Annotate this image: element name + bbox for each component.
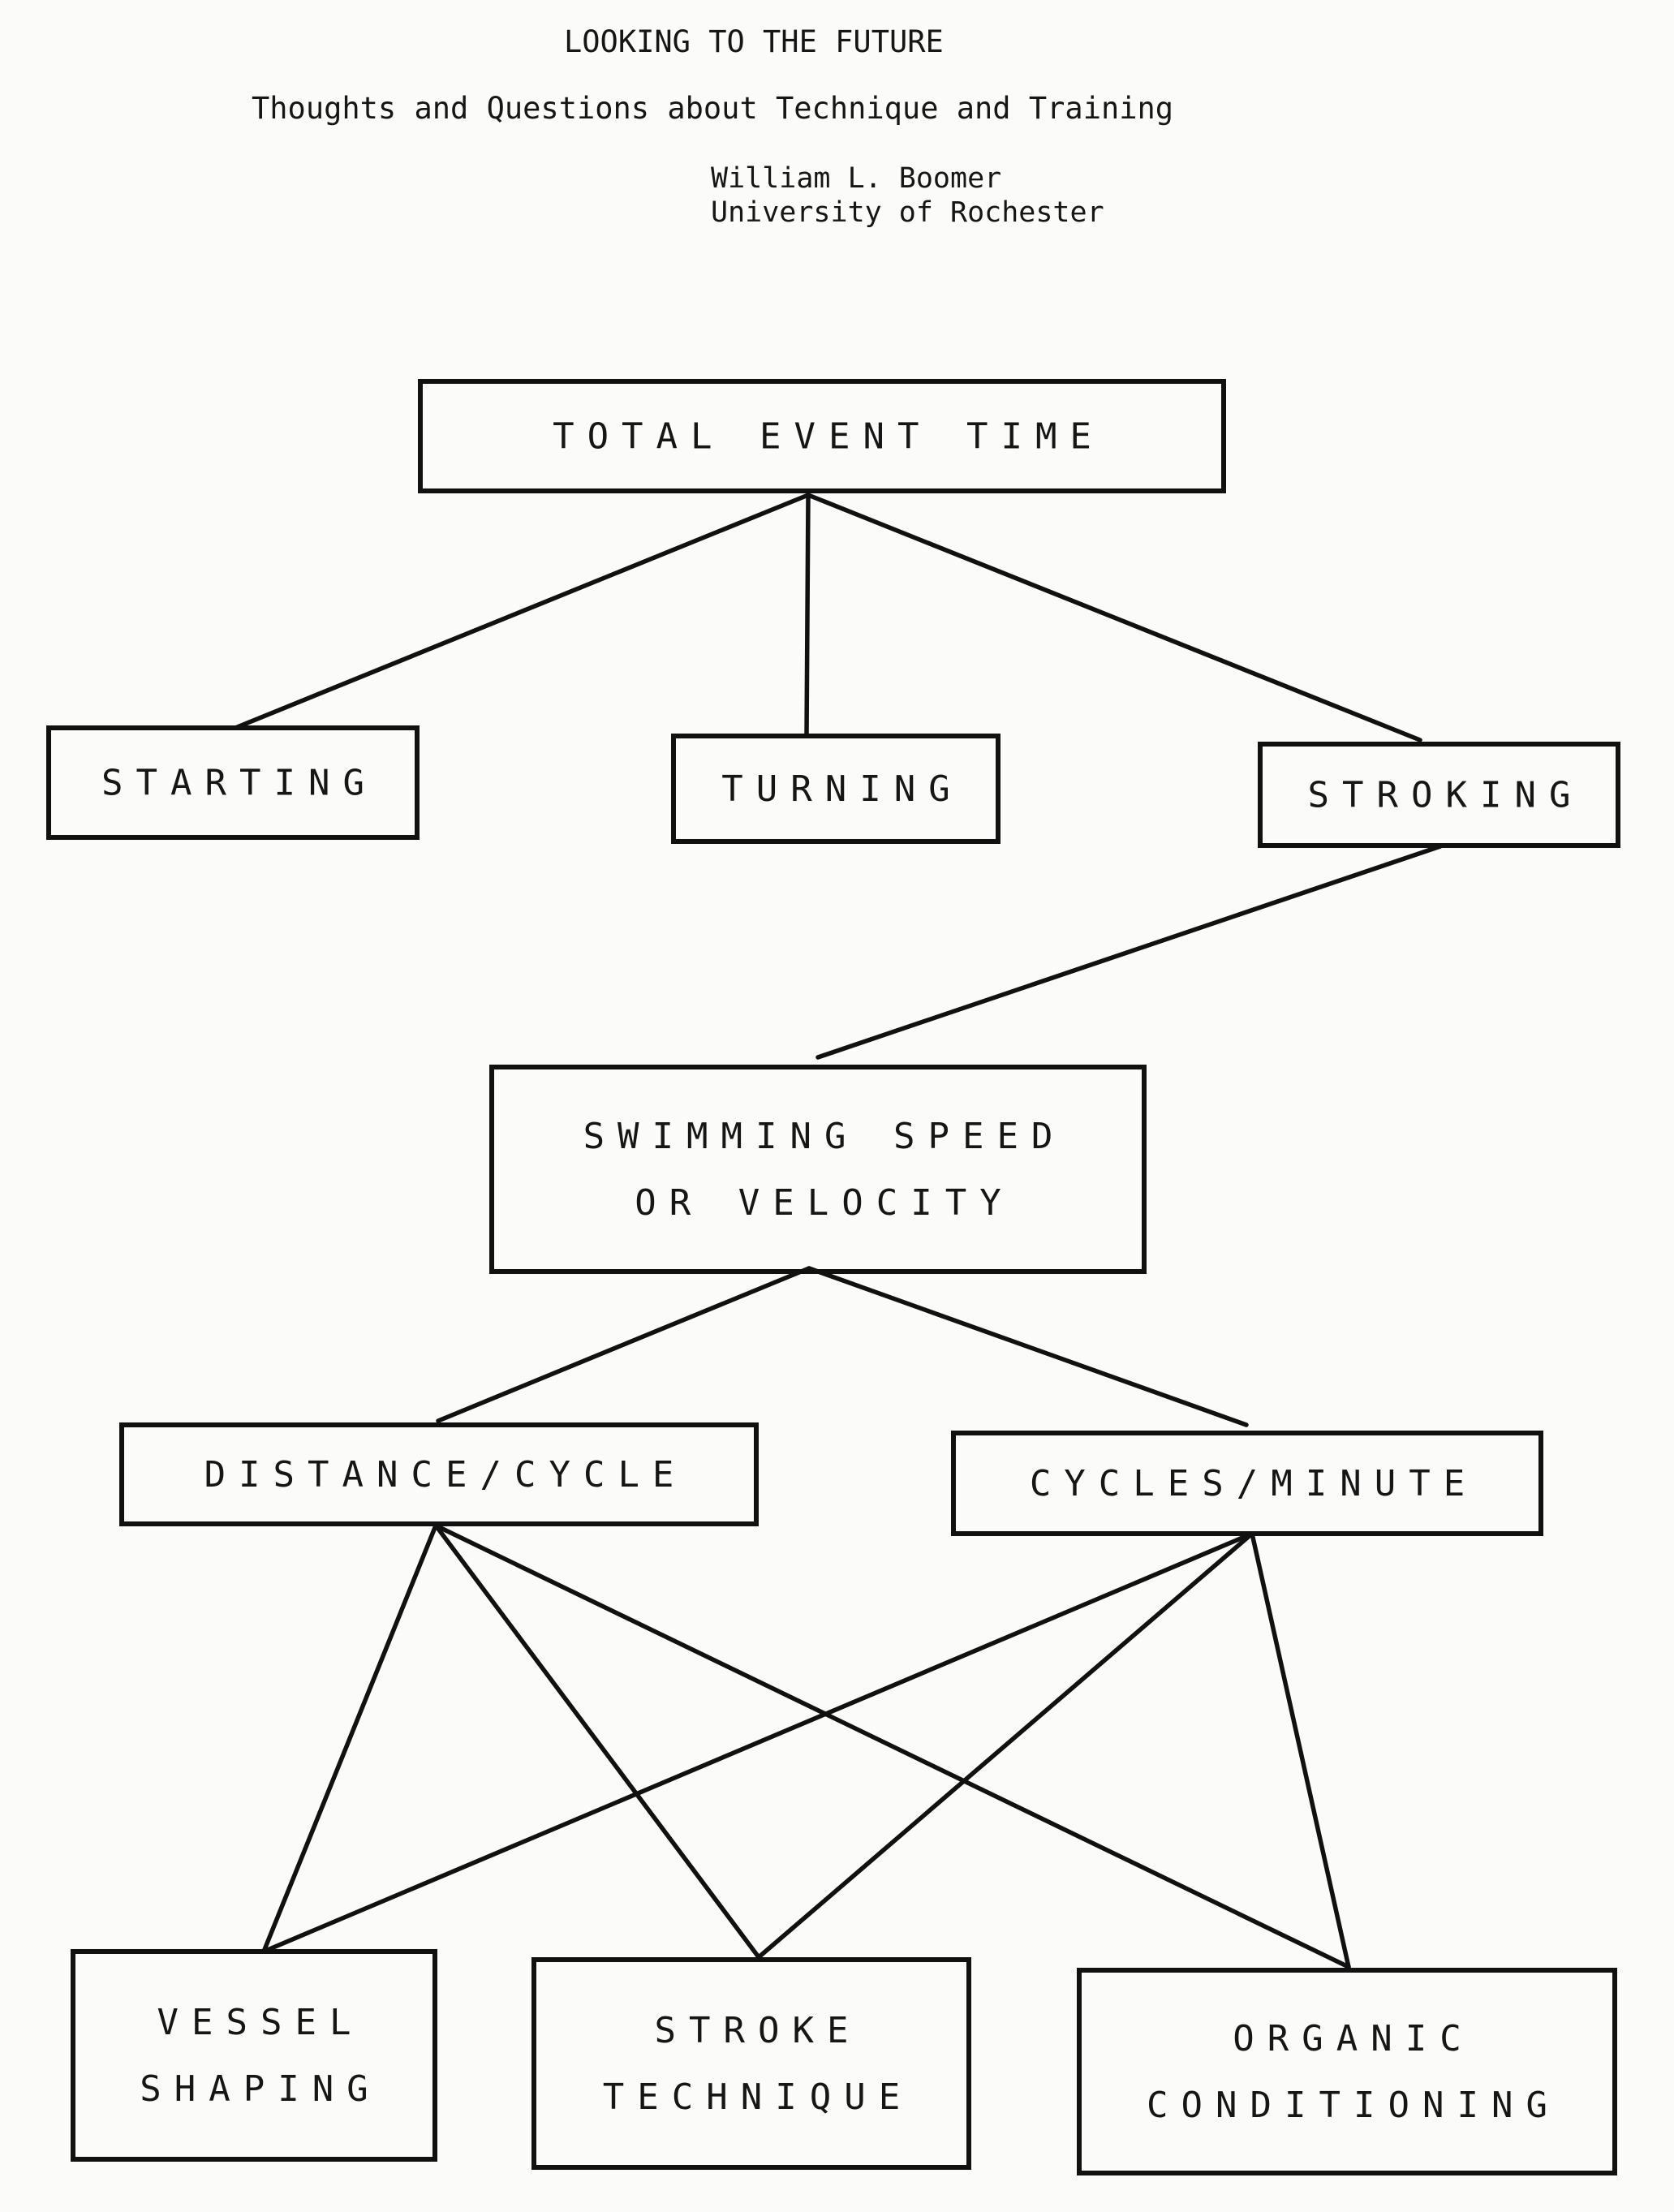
node-label: SHAPING xyxy=(140,2068,381,2110)
node-label: STARTING xyxy=(101,763,377,804)
node-label: SWIMMING SPEED xyxy=(583,1116,1066,1157)
node-label: STROKING xyxy=(1308,775,1584,816)
node-label: CONDITIONING xyxy=(1147,2085,1560,2126)
node-swimming-speed: SWIMMING SPEED OR VELOCITY xyxy=(489,1065,1147,1274)
node-box xyxy=(418,379,1226,493)
edge-cycles-minute-to-vessel-shaping xyxy=(261,1531,1254,1954)
node-vessel-shaping: VESSEL SHAPING xyxy=(71,1949,437,2162)
edge-cycles-minute-to-organic-conditioning xyxy=(1250,1531,1351,1969)
node-box xyxy=(531,1957,971,2170)
node-label: TECHNIQUE xyxy=(603,2076,913,2118)
node-stroke-technique: STROKE TECHNIQUE xyxy=(531,1957,971,2170)
document-title: LOOKING TO THE FUTURE xyxy=(564,24,944,59)
diagram-nodes: TOTAL EVENT TIME STARTING TURNING STROKING S… xyxy=(46,379,1620,2175)
node-organic-conditioning: ORGANIC CONDITIONING xyxy=(1077,1968,1617,2175)
author-affiliation: University of Rochester xyxy=(711,196,1104,229)
author-name: William L. Boomer xyxy=(711,162,1002,195)
node-label: STROKE xyxy=(655,2010,862,2051)
node-total-event-time: TOTAL EVENT TIME xyxy=(418,379,1226,493)
edge-stroking-to-swimming-speed xyxy=(815,844,1443,1060)
node-label: TURNING xyxy=(721,768,962,810)
node-box xyxy=(1258,742,1620,848)
node-distance-cycle: DISTANCE/CYCLE xyxy=(119,1422,759,1526)
edge-total-event-time-to-stroking xyxy=(806,493,1422,742)
node-cycles-minute: CYCLES/MINUTE xyxy=(951,1431,1543,1536)
edge-swimming-speed-to-cycles-minute xyxy=(807,1266,1249,1427)
node-turning: TURNING xyxy=(671,734,1001,844)
node-label: DISTANCE/CYCLE xyxy=(204,1454,687,1495)
node-box xyxy=(119,1422,759,1526)
node-box xyxy=(951,1431,1543,1536)
node-label: OR VELOCITY xyxy=(635,1182,1013,1224)
edge-distance-cycle-to-stroke-technique xyxy=(433,1523,761,1960)
edge-cycles-minute-to-stroke-technique xyxy=(756,1531,1254,1960)
node-label: VESSEL xyxy=(157,2002,364,2043)
edge-total-event-time-to-turning xyxy=(804,493,811,738)
node-label: ORGANIC xyxy=(1233,2018,1474,2059)
node-stroking: STROKING xyxy=(1258,742,1620,848)
node-label: TOTAL EVENT TIME xyxy=(553,416,1104,458)
node-label: CYCLES/MINUTE xyxy=(1030,1463,1478,1504)
node-box xyxy=(671,734,1001,844)
node-box xyxy=(1077,1968,1617,2175)
document-subtitle: Thoughts and Questions about Technique a… xyxy=(252,91,1174,126)
edge-swimming-speed-to-distance-cycle xyxy=(436,1266,811,1423)
node-box xyxy=(489,1065,1147,1274)
node-box xyxy=(46,725,420,840)
diagram-edges xyxy=(233,493,1443,1969)
edge-distance-cycle-to-vessel-shaping xyxy=(261,1523,438,1954)
node-starting: STARTING xyxy=(46,725,420,840)
edge-distance-cycle-to-organic-conditioning xyxy=(433,1523,1351,1969)
node-box xyxy=(71,1949,437,2162)
edge-total-event-time-to-starting xyxy=(233,493,811,730)
